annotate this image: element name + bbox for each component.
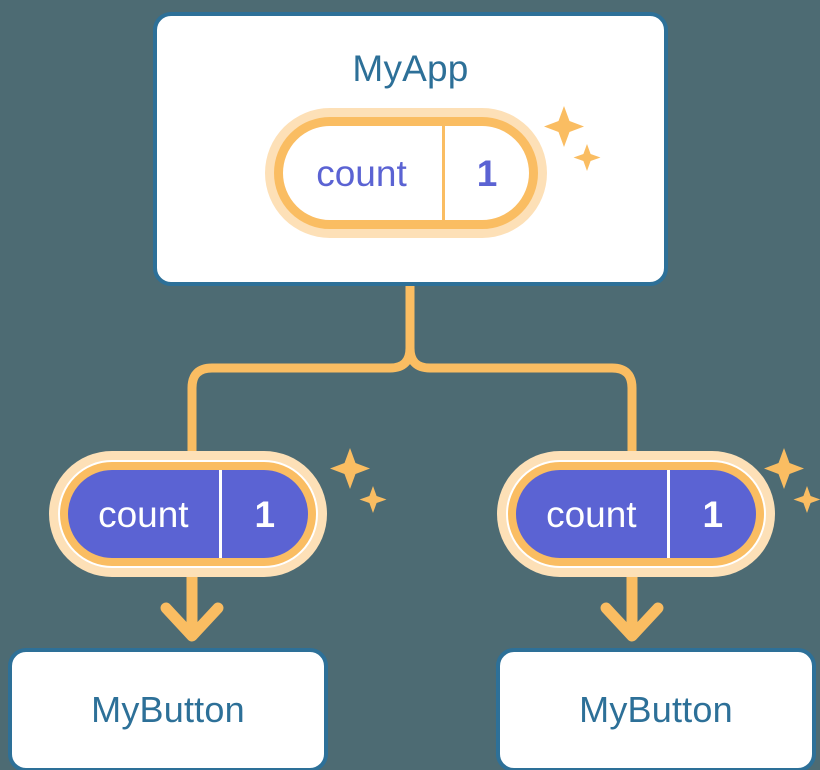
state-pill-mybutton-left[interactable]: count 1: [60, 462, 316, 566]
down-arrow-icon-right: [600, 566, 664, 642]
component-title: MyButton: [91, 689, 245, 730]
state-value: 1: [254, 493, 276, 535]
state-pill[interactable]: count 1: [508, 462, 764, 566]
branch-connector-icon: [187, 281, 415, 467]
state-pill[interactable]: count 1: [274, 117, 538, 229]
state-value: 1: [476, 152, 498, 194]
component-title: MyButton: [579, 689, 733, 730]
branch-connector-icon-right: [405, 343, 637, 467]
sparkles-icon: [322, 442, 392, 522]
state-pill[interactable]: count 1: [60, 462, 316, 566]
state-pill-myapp[interactable]: count 1: [274, 117, 538, 229]
state-key: count: [68, 470, 222, 558]
state-pill-mybutton-right[interactable]: count 1: [508, 462, 764, 566]
component-title: MyApp: [352, 48, 469, 89]
state-key: count: [516, 470, 670, 558]
down-arrow-icon: [160, 566, 224, 642]
sparkles-icon: [756, 442, 820, 522]
state-value: 1: [702, 493, 724, 535]
component-card-mybutton-left[interactable]: MyButton: [8, 648, 328, 770]
state-key: count: [283, 126, 445, 220]
component-card-mybutton-right[interactable]: MyButton: [496, 648, 816, 770]
